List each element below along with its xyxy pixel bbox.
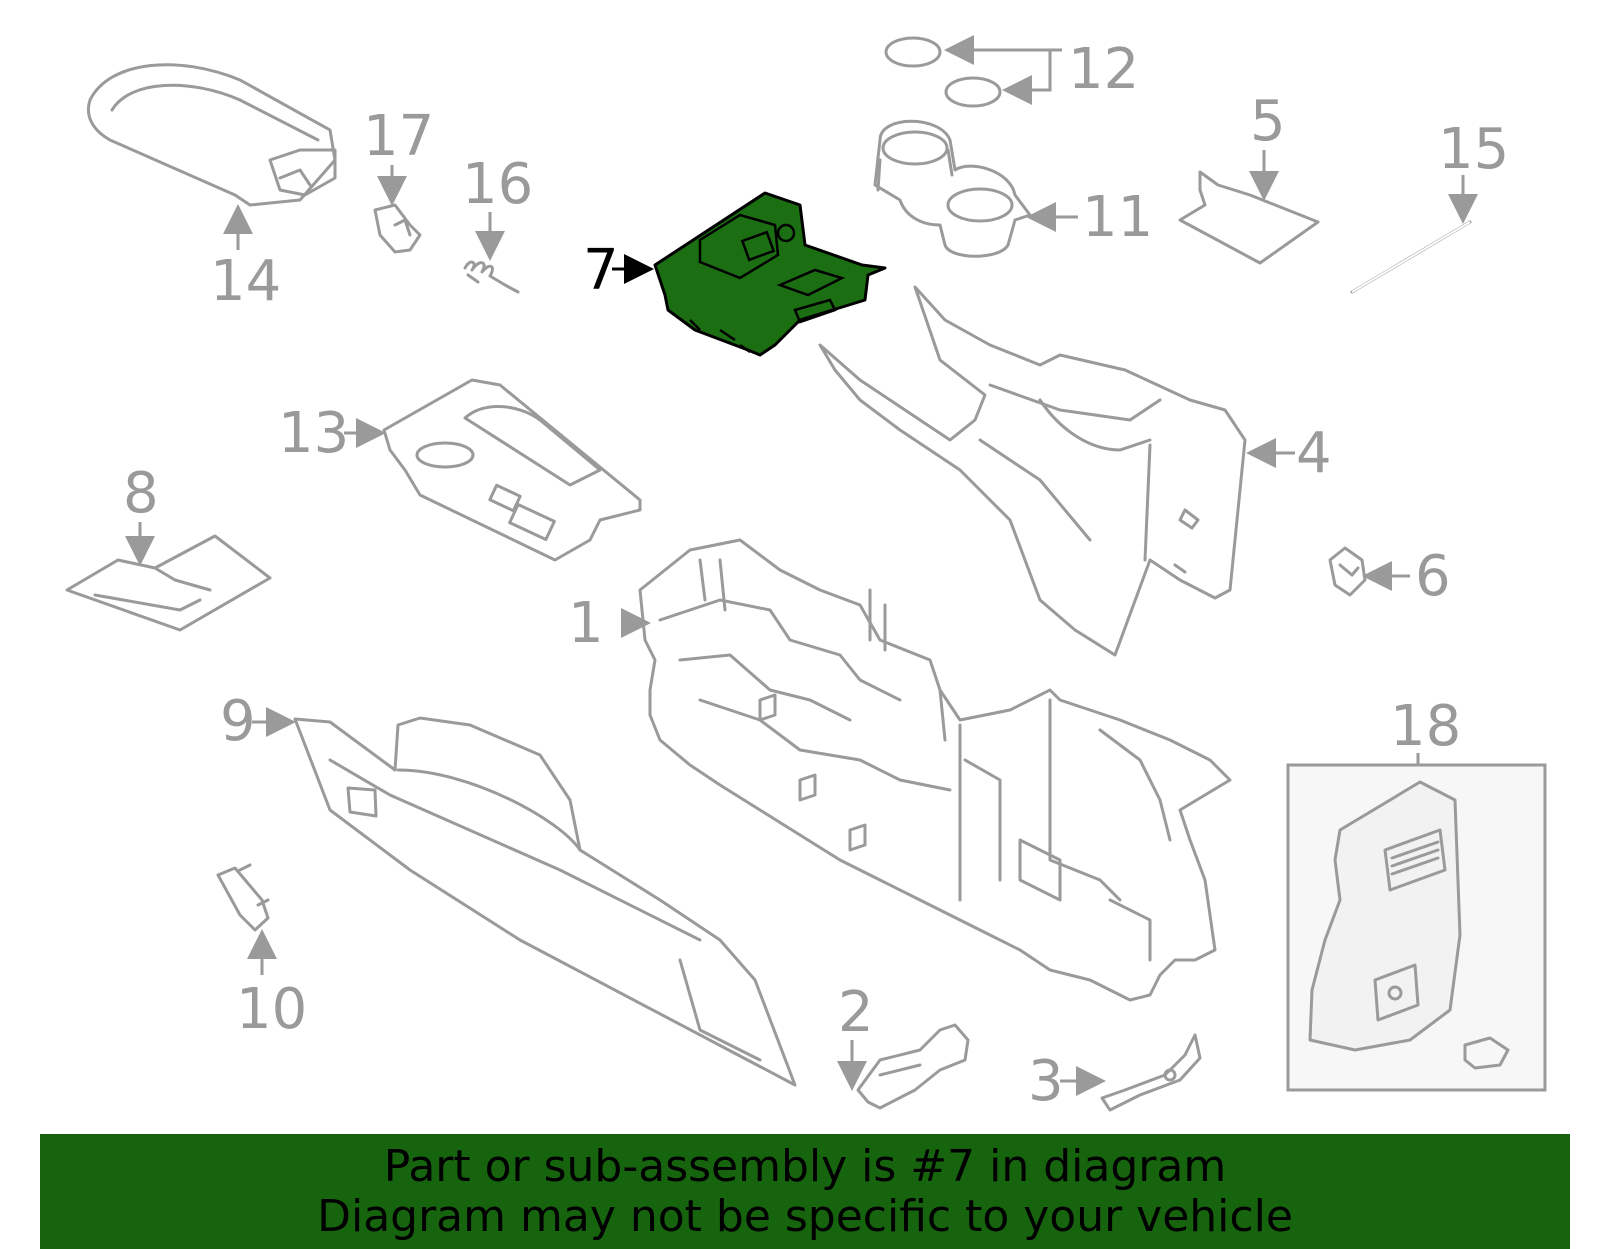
callout-11[interactable]: 11 bbox=[1082, 185, 1153, 250]
callout-1[interactable]: 1 bbox=[568, 591, 604, 656]
callout-4[interactable]: 4 bbox=[1296, 421, 1332, 486]
part-18-rear-vent-assembly[interactable] bbox=[1286, 763, 1547, 1092]
callout-17[interactable]: 17 bbox=[363, 104, 434, 169]
callout-6[interactable]: 6 bbox=[1415, 544, 1451, 609]
part-1-console-frame[interactable] bbox=[638, 538, 1232, 1002]
callout-2[interactable]: 2 bbox=[838, 980, 874, 1045]
callout-5[interactable]: 5 bbox=[1250, 89, 1286, 154]
callout-9[interactable]: 9 bbox=[220, 689, 256, 754]
part-10-bracket[interactable] bbox=[216, 863, 270, 932]
callout-3[interactable]: 3 bbox=[1028, 1049, 1064, 1114]
part-7-console-panel-highlighted[interactable] bbox=[653, 191, 887, 357]
part-15-trim-strip[interactable] bbox=[1350, 220, 1472, 294]
callout-12[interactable]: 12 bbox=[1068, 37, 1139, 102]
part-13-shifter-bezel[interactable] bbox=[382, 378, 642, 562]
callout-14[interactable]: 14 bbox=[210, 249, 281, 314]
part-3-bracket[interactable] bbox=[1100, 1033, 1202, 1112]
part-17-clip[interactable] bbox=[373, 203, 422, 254]
info-banner: Part or sub-assembly is #7 in diagram Di… bbox=[40, 1134, 1570, 1249]
part-16-spring[interactable] bbox=[463, 260, 520, 294]
banner-line-1: Part or sub-assembly is #7 in diagram bbox=[383, 1140, 1227, 1192]
callout-13[interactable]: 13 bbox=[278, 401, 349, 466]
part-14-armrest-lid[interactable] bbox=[86, 63, 337, 207]
part-4-console-side-panel[interactable] bbox=[818, 285, 1247, 657]
part-12-cup-holder-rings[interactable] bbox=[884, 36, 1002, 108]
banner-line-2: Diagram may not be specific to your vehi… bbox=[317, 1190, 1293, 1242]
part-2-bracket[interactable] bbox=[856, 1023, 970, 1110]
part-9-console-side-trim[interactable] bbox=[293, 716, 797, 1087]
part-8-storage-mat[interactable] bbox=[65, 534, 272, 632]
callout-16[interactable]: 16 bbox=[462, 152, 533, 217]
callout-8[interactable]: 8 bbox=[123, 461, 159, 526]
callout-18[interactable]: 18 bbox=[1390, 694, 1461, 759]
callout-7[interactable]: 7 bbox=[583, 238, 619, 303]
part-5-mat[interactable] bbox=[1178, 170, 1320, 265]
callout-10[interactable]: 10 bbox=[236, 977, 307, 1042]
part-11-cup-holder[interactable] bbox=[873, 119, 1032, 258]
part-6-retainer-clip[interactable] bbox=[1328, 546, 1367, 597]
callout-15[interactable]: 15 bbox=[1438, 117, 1509, 182]
